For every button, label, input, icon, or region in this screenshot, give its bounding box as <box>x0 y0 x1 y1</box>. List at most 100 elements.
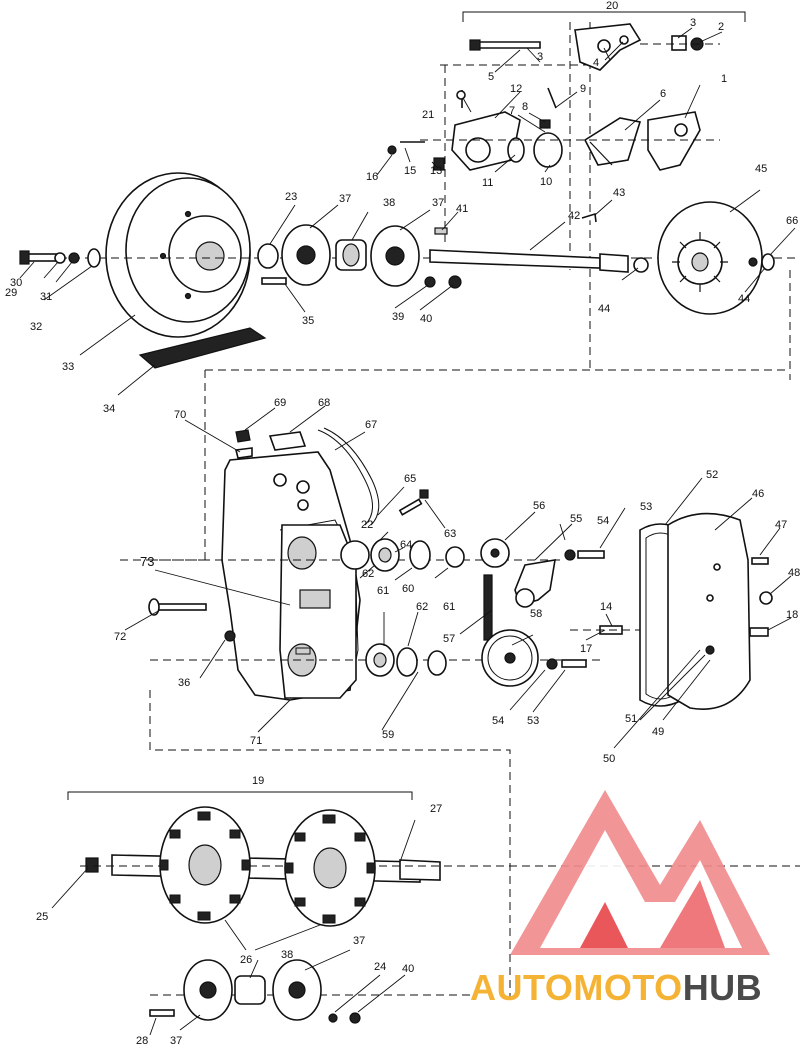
flange-bore <box>199 981 217 999</box>
key-43 <box>581 212 597 223</box>
spacer-3 <box>671 35 687 51</box>
callout-39: 39 <box>392 311 404 323</box>
seal-61 <box>396 647 418 677</box>
nut-8 <box>539 119 551 129</box>
callout-44: 44 <box>598 303 610 315</box>
callout-42: 42 <box>568 210 580 222</box>
callout-13: 13 <box>430 165 442 177</box>
callout-67: 67 <box>365 419 377 431</box>
cover-plug <box>705 645 715 655</box>
plate-6 <box>583 117 642 166</box>
callout-37: 37 <box>353 935 365 947</box>
fitting-16 <box>387 145 397 155</box>
slot <box>295 647 311 655</box>
drive-belt-34 <box>138 327 267 369</box>
callout-17: 17 <box>580 643 592 655</box>
spacer-61 <box>445 546 465 568</box>
cap-68 <box>268 431 307 451</box>
watermark-word-part2: MOTO <box>573 967 682 1008</box>
bolt-29 <box>27 253 59 262</box>
housing-hole <box>297 499 309 511</box>
callout-60: 60 <box>402 583 414 595</box>
callout-70: 70 <box>174 409 186 421</box>
callout-35: 35 <box>302 315 314 327</box>
callout-43: 43 <box>613 187 625 199</box>
spacer-59 <box>427 650 447 676</box>
bolt-53-lower <box>561 659 587 668</box>
automotohub-watermark: AUTOMOTOHUB <box>470 790 770 1008</box>
bracket-1 <box>647 111 701 171</box>
roller-10 <box>533 132 563 168</box>
chain-57 <box>483 574 493 641</box>
watermark-word-part3: HUB <box>683 967 763 1008</box>
callout-21: 21 <box>422 109 434 121</box>
callout-34: 34 <box>103 403 115 415</box>
callout-40: 40 <box>402 963 414 975</box>
callout-37: 37 <box>432 197 444 209</box>
bolt-47 <box>751 557 769 565</box>
callout-29: 29 <box>5 287 17 299</box>
callout-8: 8 <box>522 101 528 113</box>
flange-bore <box>296 245 316 265</box>
callout-72: 72 <box>114 631 126 643</box>
watermark-logo-triangle <box>510 790 770 955</box>
bolt-63 <box>398 498 423 516</box>
callout-28: 28 <box>136 1035 148 1046</box>
callout-51: 51 <box>625 713 637 725</box>
shaft-spline <box>599 253 629 273</box>
jackshaft-42 <box>429 249 601 269</box>
washer-54-lower <box>546 658 558 670</box>
gear-58-bore <box>504 652 516 664</box>
watermark-word-part1: AUTO <box>470 967 573 1008</box>
callout-30: 30 <box>10 277 22 289</box>
bracket-19-brace <box>67 791 413 800</box>
tensioner-wheel <box>515 588 535 608</box>
callout-26: 26 <box>240 954 252 966</box>
callout-52: 52 <box>706 469 718 481</box>
seal-60 <box>409 540 431 570</box>
breather-tube-67 <box>317 429 373 526</box>
disc-teeth <box>672 232 728 292</box>
callout-11: 11 <box>482 177 493 189</box>
callout-56: 56 <box>533 500 545 512</box>
washer-31 <box>68 252 80 264</box>
chaincase-cover-46 <box>667 512 751 710</box>
upper-bearing-bore <box>287 536 317 570</box>
plug-48 <box>759 591 773 605</box>
callout-55: 55 <box>570 513 582 525</box>
callout-57: 57 <box>443 633 455 645</box>
callout-36: 36 <box>178 677 190 689</box>
callout-65: 65 <box>404 473 416 485</box>
callout-73: 73 <box>140 554 154 569</box>
washer-23 <box>257 243 279 269</box>
callout-25: 25 <box>36 911 48 923</box>
callout-40: 40 <box>420 313 432 325</box>
callout-69: 69 <box>274 397 286 409</box>
callout-7: 7 <box>509 105 515 117</box>
flange-bore <box>288 981 306 999</box>
callout-38: 38 <box>383 197 395 209</box>
bearing-bore <box>342 243 360 267</box>
bracket-20-brace <box>462 11 746 22</box>
callout-53: 53 <box>527 715 539 727</box>
callout-47: 47 <box>775 519 787 531</box>
callout-41: 41 <box>456 203 468 215</box>
callout-16: 16 <box>366 171 378 183</box>
callout-37: 37 <box>170 1035 182 1046</box>
callout-15: 15 <box>404 165 416 177</box>
nut-40-lower <box>349 1012 361 1024</box>
callout-27: 27 <box>430 803 442 815</box>
callout-labels: 1 2 3 3 4 5 6 7 8 9 10 11 12 13 14 15 16… <box>5 17 800 1046</box>
bolt-53 <box>577 550 605 559</box>
callout-9: 9 <box>580 83 586 95</box>
callout-62: 62 <box>362 568 374 580</box>
bolt-28 <box>149 1009 175 1017</box>
washer-24 <box>328 1013 338 1023</box>
disc-bore <box>691 252 709 272</box>
shaft-spline-end <box>399 859 441 881</box>
bearing-38-lower <box>234 975 266 1005</box>
fitting-21 <box>456 90 466 100</box>
washer-30 <box>54 252 66 264</box>
housing-hole <box>273 473 287 487</box>
callout-38: 38 <box>281 949 293 961</box>
